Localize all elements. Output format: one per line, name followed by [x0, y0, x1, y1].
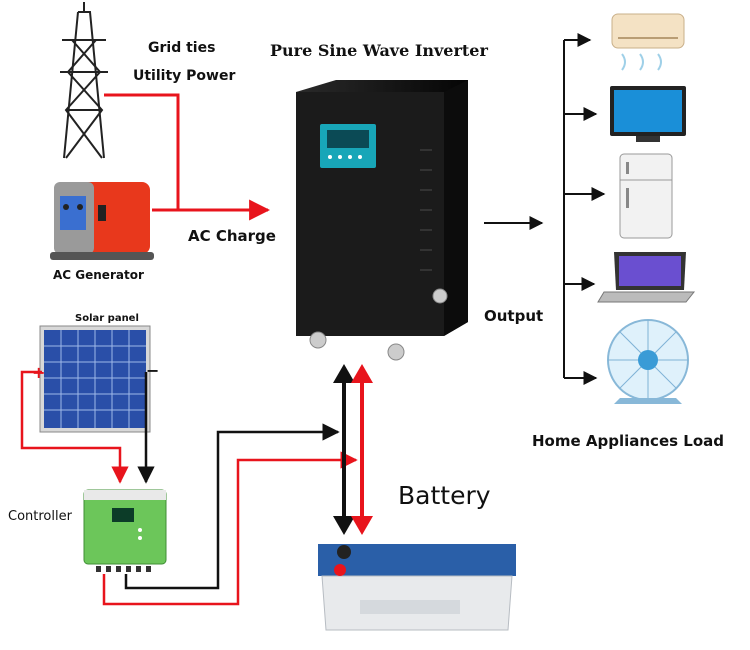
- solar-positive-wire: [20, 370, 129, 484]
- air-conditioner-icon: [611, 13, 685, 71]
- television-icon: [610, 86, 686, 142]
- solar-panel-icon: [39, 325, 151, 433]
- solar-panel-label: Solar panel: [75, 313, 139, 324]
- battery-inverter-black-arrow: [333, 364, 355, 535]
- laptop-icon: [597, 252, 696, 303]
- utility-power-label: Utility Power: [133, 68, 236, 84]
- utility-wire: [104, 93, 180, 210]
- solar-minus-sign: −: [146, 361, 159, 380]
- ac-generator-label: AC Generator: [53, 268, 144, 282]
- electric-fan-icon: [607, 319, 689, 404]
- grid-ties-label: Grid ties: [148, 40, 216, 56]
- transmission-tower-icon: [60, 2, 108, 159]
- home-appliances-load-label: Home Appliances Load: [532, 432, 724, 450]
- charge-controller-icon: [83, 489, 167, 572]
- controller-label: Controller: [8, 509, 72, 524]
- diagram-title: Pure Sine Wave Inverter: [270, 41, 488, 60]
- battery-icon: [318, 544, 516, 631]
- ac-charge-label: AC Charge: [188, 227, 276, 245]
- output-label: Output: [484, 307, 544, 325]
- inverter-vents: [420, 149, 432, 271]
- controller-positive-wire: [102, 451, 358, 606]
- controller-negative-wire: [124, 423, 340, 590]
- battery-inverter-red-arrow: [351, 364, 373, 535]
- inverter-unit: [296, 80, 468, 361]
- output-bus: [563, 33, 606, 385]
- ac-generator-icon: [50, 182, 154, 260]
- battery-label: Battery: [398, 481, 491, 510]
- refrigerator-icon: [619, 153, 673, 239]
